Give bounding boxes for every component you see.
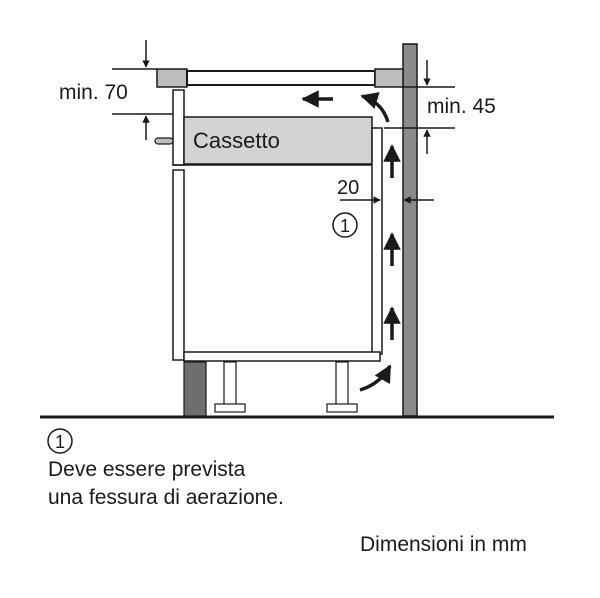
legend-marker-circle: [47, 428, 73, 454]
cabinet-base-panel: [183, 351, 381, 362]
worktop-right-edge: [374, 68, 404, 88]
callout-marker-number: 1: [340, 216, 350, 236]
note-line-1: Deve essere prevista: [48, 458, 246, 481]
dimension-label-min-70: min. 70: [59, 81, 128, 104]
airflow-curved-arrow-bottom: [359, 364, 392, 392]
callout-marker-circle: [332, 212, 358, 238]
units-note: Dimensioni in mm: [360, 533, 527, 556]
cabinet-side-lower: [172, 169, 185, 361]
leg-front: [223, 361, 237, 407]
dimension-label-min-45: min. 45: [427, 95, 496, 118]
leg-back-foot: [326, 403, 358, 413]
cabinet-back-panel: [371, 127, 383, 355]
drawer-handle: [154, 137, 174, 145]
ventilation-note: Deve essere prevista una fessura di aera…: [48, 456, 284, 512]
drawer-label: Cassetto: [193, 128, 280, 153]
leg-back: [335, 361, 349, 407]
leg-front-foot: [214, 403, 246, 413]
wall: [402, 43, 418, 417]
note-line-2: una fessura di aerazione.: [48, 486, 284, 509]
legend-marker-number: 1: [55, 432, 65, 452]
gap-dimension-label: 20: [337, 177, 359, 199]
cabinet-side-upper: [172, 89, 185, 166]
plinth: [183, 361, 207, 417]
airflow-curved-arrow-top: [360, 92, 390, 123]
hob-plate: [186, 70, 376, 86]
worktop-left-edge: [156, 68, 188, 88]
